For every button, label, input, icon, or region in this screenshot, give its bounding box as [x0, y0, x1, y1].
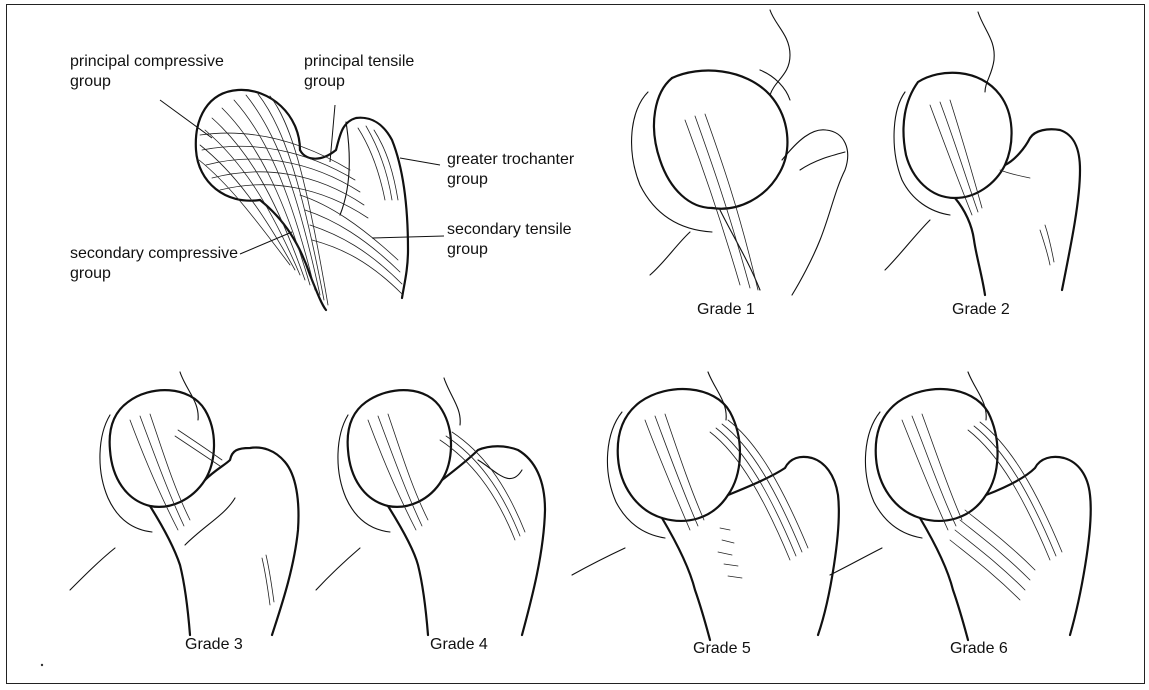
- femur-grade-3: [70, 372, 298, 635]
- label-secondary-compressive-group: secondary compressive group: [70, 244, 238, 284]
- stray-dot: [41, 664, 43, 666]
- femur-grade-4: [316, 378, 545, 635]
- femur-grade-6: [830, 372, 1091, 640]
- femur-grade-1: [632, 10, 848, 295]
- grade-4-label: Grade 4: [430, 635, 488, 655]
- femur-grade-2: [885, 12, 1080, 295]
- grade-1-label: Grade 1: [697, 300, 755, 320]
- label-principal-tensile-group: principal tensile group: [304, 52, 414, 92]
- label-greater-trochanter-group: greater trochanter group: [447, 150, 574, 190]
- label-principal-compressive-group: principal compressive group: [70, 52, 224, 92]
- grade-3-label: Grade 3: [185, 635, 243, 655]
- grade-5-label: Grade 5: [693, 639, 751, 659]
- label-secondary-tensile-group: secondary tensile group: [447, 220, 572, 260]
- femur-grade-5: [572, 372, 839, 640]
- grade-2-label: Grade 2: [952, 300, 1010, 320]
- grade-6-label: Grade 6: [950, 639, 1008, 659]
